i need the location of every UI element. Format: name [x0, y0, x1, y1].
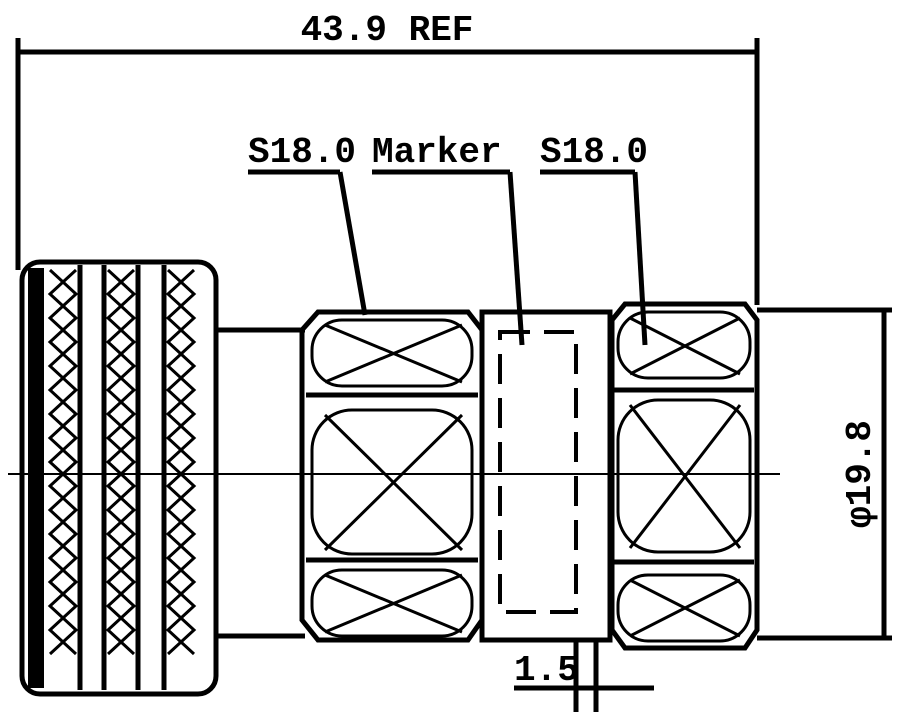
callout-hex-left: S18.0 — [248, 132, 368, 316]
diameter-label: φ19.8 — [840, 420, 881, 528]
callout-hex-right: S18.0 — [540, 132, 648, 346]
hex-right-label: S18.0 — [540, 132, 648, 173]
offset-label: 1.5 — [514, 650, 579, 691]
hex-left-label: S18.0 — [248, 132, 356, 173]
hex-body-left — [299, 309, 485, 643]
marker-label: Marker — [372, 132, 502, 173]
marker-offset-dimension: 1.5 — [514, 640, 654, 712]
diameter-dimension: φ19.8 — [757, 307, 892, 641]
overall-length-dimension: 43.9 REF — [15, 10, 760, 305]
connector-neck — [216, 327, 305, 639]
callout-marker: Marker — [372, 132, 525, 346]
overall-length-label: 43.9 REF — [301, 10, 474, 51]
marker-band — [479, 309, 613, 643]
knurl-pattern — [47, 268, 197, 656]
hex-body-right — [609, 301, 760, 651]
knurled-coupling-nut — [19, 259, 219, 697]
